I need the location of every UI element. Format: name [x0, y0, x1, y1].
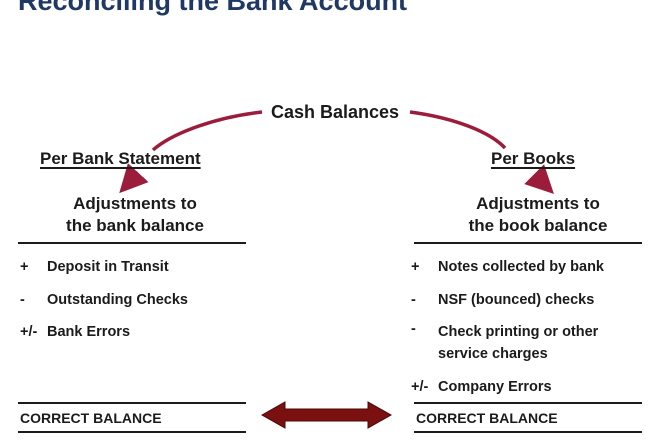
- list-item: - Check printing or other service charges: [411, 321, 598, 365]
- list-item: + Notes collected by bank: [411, 256, 604, 278]
- item-text: Company Errors: [438, 379, 552, 395]
- list-item: + Deposit in Transit: [20, 256, 169, 278]
- sign: -: [411, 292, 416, 308]
- book-adjustments-label: Adjustments to the book balance: [448, 193, 628, 237]
- bank-adjustments-line2: the bank balance: [66, 216, 204, 235]
- bank-correct-top-rule: [18, 402, 246, 404]
- item-text: Check printing or other service charges: [438, 321, 598, 365]
- item-text: NSF (bounced) checks: [438, 292, 595, 308]
- book-correct-bottom-rule: [414, 431, 642, 433]
- list-item: - NSF (bounced) checks: [411, 289, 594, 311]
- list-item: - Outstanding Checks: [20, 289, 188, 311]
- item-text: Bank Errors: [47, 324, 131, 340]
- book-correct-balance: CORRECT BALANCE: [416, 410, 558, 426]
- item-text: Deposit in Transit: [47, 259, 169, 275]
- bank-correct-balance: CORRECT BALANCE: [20, 410, 162, 426]
- sign: -: [20, 292, 25, 308]
- sign: +/-: [411, 379, 429, 395]
- bank-correct-bottom-rule: [18, 431, 246, 433]
- sign: +: [20, 259, 29, 275]
- list-item: +/- Company Errors: [411, 376, 552, 398]
- curve-arrow-to-books: [409, 110, 507, 150]
- short-arrow-books: [524, 164, 554, 194]
- slide-title: Reconciling the Bank Account: [18, 0, 408, 16]
- sign: +/-: [20, 324, 38, 340]
- curve-arrow-to-bank: [151, 110, 263, 152]
- item-text-line2: service charges: [438, 346, 548, 362]
- cash-balances-label: Cash Balances: [271, 102, 400, 122]
- book-adjustments-line2: the book balance: [468, 216, 608, 235]
- per-books-heading: Per Books: [491, 149, 576, 168]
- bank-adjustments-label: Adjustments to the bank balance: [45, 193, 225, 237]
- per-bank-statement-heading: Per Bank Statement: [40, 149, 201, 168]
- book-divider: [414, 242, 642, 244]
- bank-adjustments-line1: Adjustments to: [73, 194, 197, 213]
- sign: +: [411, 259, 420, 275]
- book-adjustments-line1: Adjustments to: [476, 194, 600, 213]
- item-text-line1: Check printing or other: [438, 324, 599, 340]
- item-text: Notes collected by bank: [438, 259, 604, 275]
- short-arrow-bank: [119, 163, 149, 194]
- item-text: Outstanding Checks: [47, 292, 188, 308]
- book-correct-top-rule: [414, 402, 642, 404]
- list-item: +/- Bank Errors: [20, 321, 130, 343]
- bank-divider: [18, 242, 246, 244]
- double-arrow-icon: [260, 401, 393, 429]
- sign: -: [411, 321, 416, 337]
